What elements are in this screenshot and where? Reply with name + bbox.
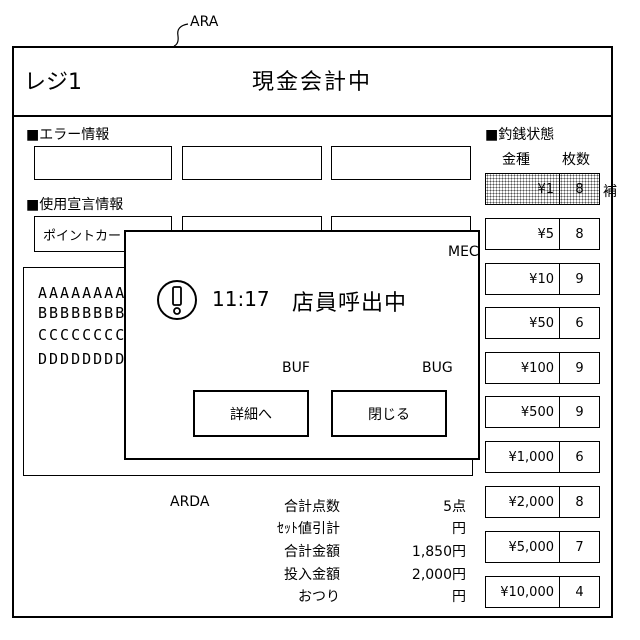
register-label: レジ1 <box>24 64 82 96</box>
log-line-3: CCCCCCCC <box>38 326 126 344</box>
error-field-3 <box>331 146 471 180</box>
change-due-label: おつり <box>298 586 340 606</box>
count-cell: 4 <box>559 576 600 608</box>
refill-mark: 補 <box>603 181 617 201</box>
count-cell: 8 <box>559 486 600 518</box>
ref-label-buf: BUF <box>282 360 310 376</box>
denomination-column-header: 金種 <box>502 149 530 169</box>
count-cell: 8 <box>559 173 600 205</box>
detail-button[interactable]: 詳細へ <box>193 390 309 437</box>
denomination-cell: ¥50 <box>485 307 560 339</box>
count-cell: 7 <box>559 531 600 563</box>
total-items-value: 5点 <box>443 496 466 516</box>
count-cell: 6 <box>559 441 600 473</box>
ref-label-arda: ARDA <box>170 494 209 510</box>
paid-amount-label: 投入金額 <box>284 564 340 584</box>
alert-icon <box>156 279 198 321</box>
log-line-2: BBBBBBBB <box>38 304 126 322</box>
count-cell: 9 <box>559 352 600 384</box>
header-divider <box>12 115 613 117</box>
ref-label-bug: BUG <box>422 360 453 376</box>
leader-ara <box>174 24 188 46</box>
count-cell: 6 <box>559 307 600 339</box>
error-info-label: ■エラー情報 <box>26 124 109 144</box>
close-button[interactable]: 閉じる <box>331 390 447 437</box>
denomination-cell: ¥2,000 <box>485 486 560 518</box>
denomination-cell: ¥5,000 <box>485 531 560 563</box>
set-discount-label: ｾｯﾄ値引計 <box>277 518 340 538</box>
total-items-label: 合計点数 <box>284 496 340 516</box>
denomination-cell: ¥10,000 <box>485 576 560 608</box>
count-column-header: 枚数 <box>562 149 590 169</box>
log-line-1: AAAAAAAA <box>38 284 126 302</box>
popup-message: 店員呼出中 <box>292 285 407 317</box>
denomination-cell: ¥1,000 <box>485 441 560 473</box>
popup-time: 11:17 <box>212 287 270 311</box>
denomination-cell: ¥5 <box>485 218 560 250</box>
screen-title: 現金会計中 <box>252 64 372 96</box>
total-amount-label: 合計金額 <box>284 541 340 561</box>
change-due-value: 円 <box>452 586 466 606</box>
count-cell: 9 <box>559 396 600 428</box>
set-discount-value: 円 <box>452 518 466 538</box>
denomination-cell: ¥10 <box>485 263 560 295</box>
count-cell: 8 <box>559 218 600 250</box>
error-field-2 <box>182 146 322 180</box>
log-line-4: DDDDDDDD <box>38 350 126 368</box>
denomination-cell: ¥100 <box>485 352 560 384</box>
count-cell: 9 <box>559 263 600 295</box>
denomination-cell: ¥500 <box>485 396 560 428</box>
usage-declaration-label: ■使用宣言情報 <box>26 194 123 214</box>
denomination-cell: ¥1 <box>485 173 560 205</box>
ref-label-mec: MEC <box>448 244 479 260</box>
error-field-1 <box>34 146 172 180</box>
change-status-label: ■釣銭状態 <box>485 124 554 144</box>
paid-amount-value: 2,000円 <box>412 564 466 584</box>
total-amount-value: 1,850円 <box>412 541 466 561</box>
